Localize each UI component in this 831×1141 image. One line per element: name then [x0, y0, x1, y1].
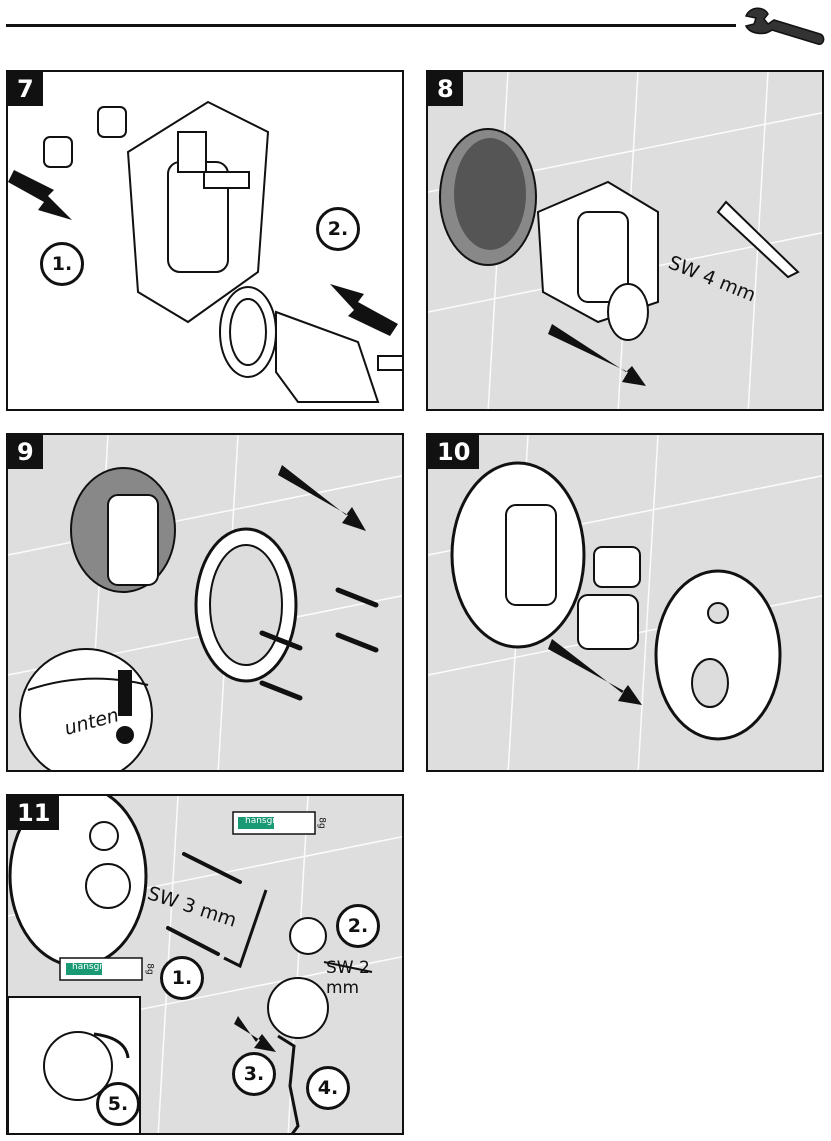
mixer-body-illustration: [8, 100, 402, 403]
step-2-badge: 2.: [336, 904, 380, 948]
panel-number: 9: [8, 435, 43, 469]
step-3-badge: 3.: [232, 1052, 276, 1096]
grease-tube-size-top: 8g: [316, 817, 327, 829]
wall-plate-illustration: [8, 435, 402, 770]
install-mixer-illustration: [428, 72, 822, 409]
tool-size-label-2mm: SW 2 mm: [326, 958, 370, 998]
panel-7: 7 1. 2.: [6, 70, 404, 411]
panel-10: 10: [426, 433, 824, 772]
panel-8: 8 SW 4 mm: [426, 70, 824, 411]
grease-tube-brand-top: hansgrohe: [245, 816, 293, 826]
grease-tube-size-bottom: 8g: [144, 963, 155, 975]
step-1-badge: 1.: [160, 956, 204, 1000]
cover-plate-illustration: [428, 435, 822, 770]
grease-tube-brand-bottom: hansgrohe: [72, 962, 120, 972]
step-4-badge: 4.: [306, 1066, 350, 1110]
step-1-badge: 1.: [40, 242, 84, 286]
step-2-badge: 2.: [316, 207, 360, 251]
panel-number: 10: [428, 435, 480, 469]
panel-11: 11 hansgrohe 8g hansgrohe 8g SW 3 mm SW …: [6, 794, 404, 1135]
panel-9: 9 unten: [6, 433, 404, 772]
step-5-badge: 5.: [96, 1082, 140, 1126]
wrench-icon: [744, 7, 825, 45]
panel-number: 8: [428, 72, 463, 106]
panel-number: 11: [8, 796, 60, 830]
panel-number: 7: [8, 72, 43, 106]
header-rule: [6, 24, 736, 27]
handle-assembly-illustration: [8, 796, 402, 1133]
